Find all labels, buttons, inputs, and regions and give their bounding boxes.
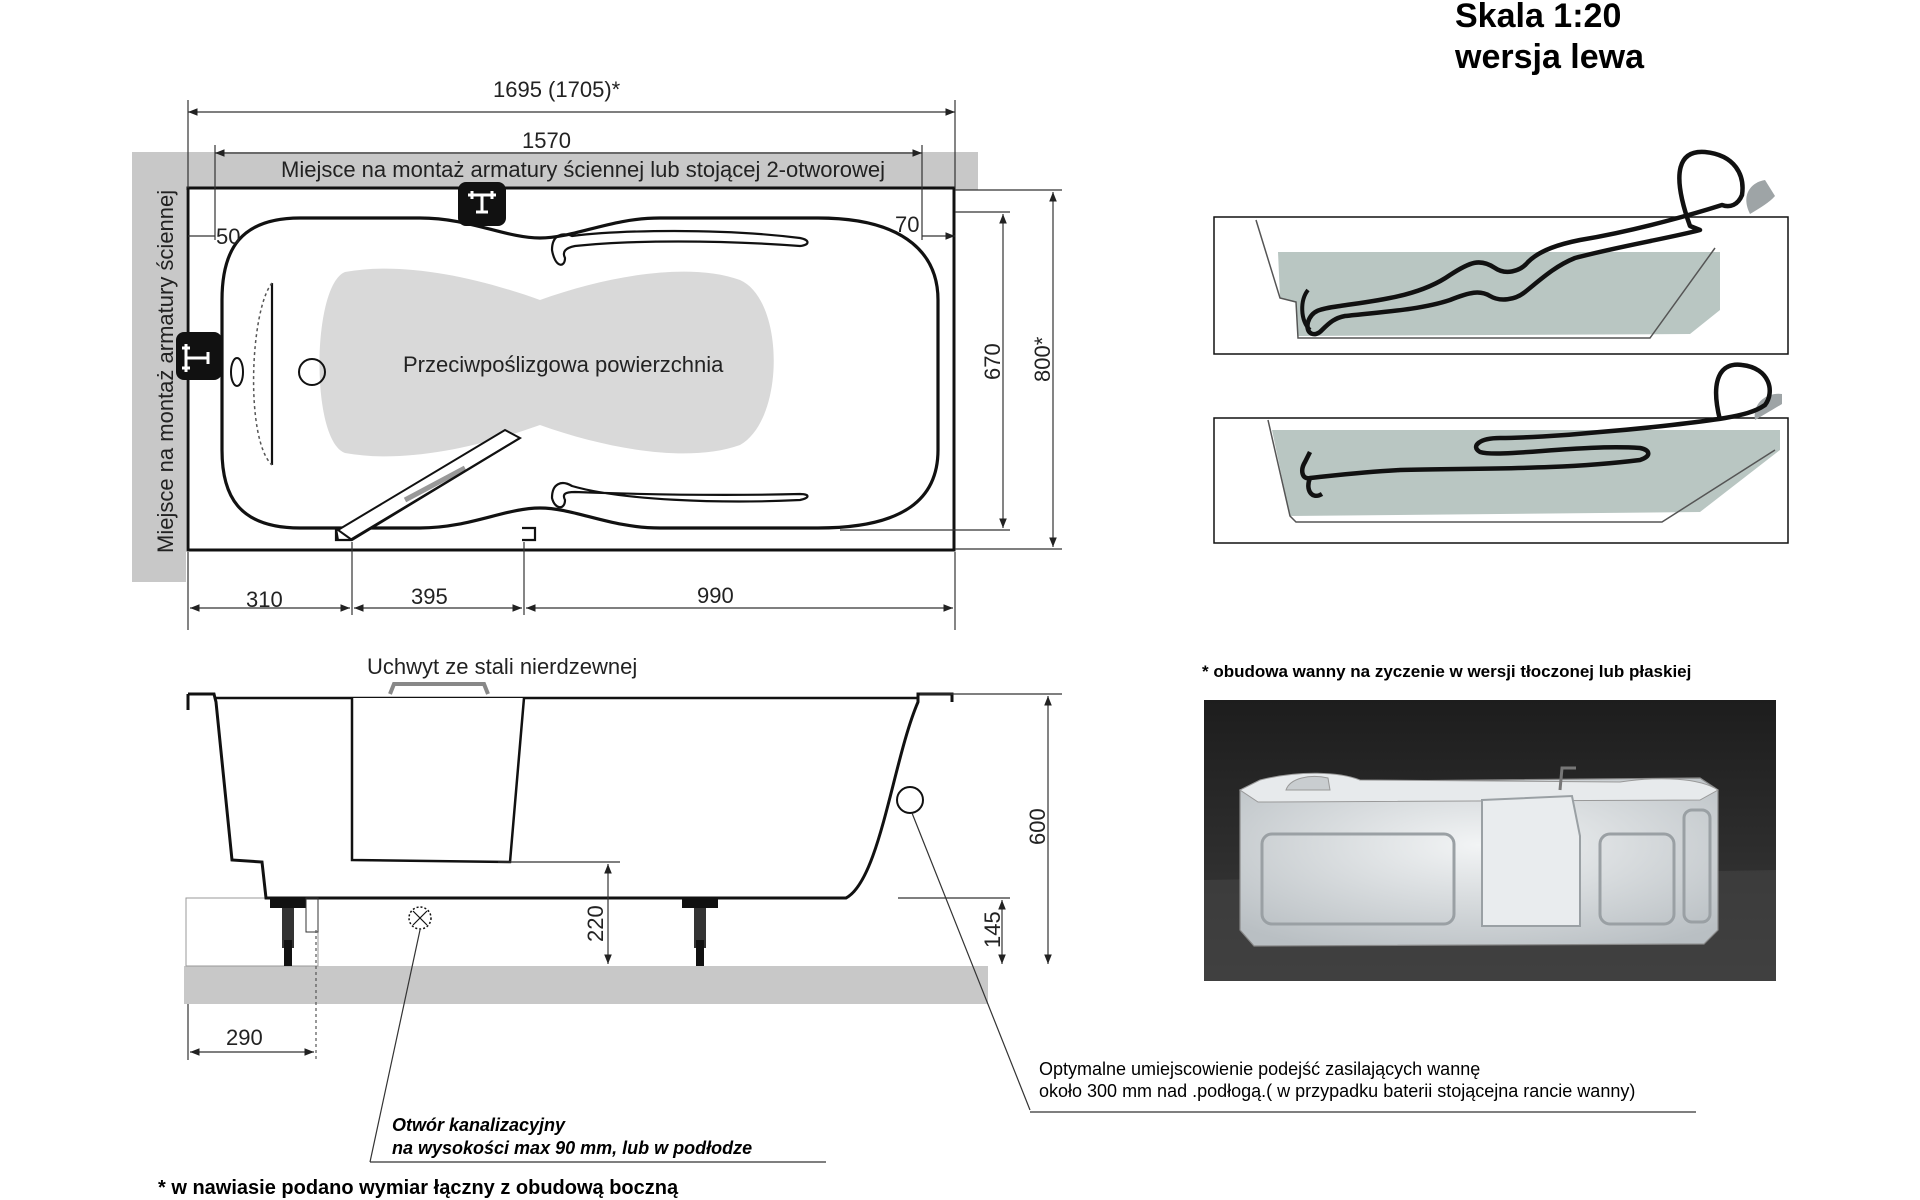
surface-label: Przeciwpoślizgowa powierzchnia bbox=[403, 352, 724, 377]
water-lying bbox=[1272, 430, 1780, 516]
supply-point-icon bbox=[896, 786, 924, 814]
handle-rail bbox=[388, 682, 490, 695]
basin-outline bbox=[220, 216, 940, 530]
photo-door bbox=[1481, 794, 1581, 927]
overflow-icon bbox=[230, 357, 244, 387]
supply-note-line1: Optymalne umiejscowienie podejść zasilaj… bbox=[1039, 1059, 1480, 1079]
bathing-position-sitting bbox=[1213, 149, 1789, 355]
handle-label: Uchwyt ze stali nierdzewnej bbox=[367, 654, 637, 679]
supply-leader bbox=[911, 812, 1031, 1111]
foot-left bbox=[270, 897, 319, 966]
dim-70: 70 bbox=[895, 212, 919, 237]
tub-rim bbox=[186, 186, 956, 552]
groove-bottom bbox=[550, 482, 809, 509]
person-lying bbox=[1300, 362, 1772, 498]
drain-hole-icon bbox=[408, 906, 432, 930]
photo-panel-left bbox=[1260, 832, 1456, 926]
photo-tub-rim bbox=[1239, 772, 1719, 803]
dim-600: 600 bbox=[1025, 808, 1050, 845]
dim-310: 310 bbox=[246, 587, 283, 612]
dim-145: 145 bbox=[980, 911, 1005, 948]
top-view: Przeciwpoślizgowa powierzchnia 1695 (170… bbox=[132, 77, 1062, 630]
photo-panel-right bbox=[1682, 808, 1712, 924]
headrest-sitting bbox=[1746, 180, 1775, 214]
casing-side bbox=[185, 897, 319, 967]
headrest-lying bbox=[1754, 393, 1782, 420]
drain-note-line1: Otwór kanalizacyjny bbox=[392, 1115, 566, 1135]
foot-right bbox=[682, 898, 718, 966]
photo-handle bbox=[1558, 766, 1576, 791]
dim-290: 290 bbox=[226, 1025, 263, 1050]
dim-395: 395 bbox=[411, 584, 448, 609]
dim-670: 670 bbox=[980, 343, 1005, 380]
product-photo bbox=[1204, 700, 1776, 981]
photo-headrest bbox=[1285, 776, 1331, 791]
drain-icon bbox=[298, 358, 326, 386]
version-title: wersja lewa bbox=[1454, 38, 1645, 76]
wall-mount-side-label: Miejsce na montaż armatury ściennej bbox=[153, 190, 178, 553]
door-handle-bar bbox=[403, 465, 467, 503]
door-notches bbox=[334, 526, 537, 542]
dim-total: 1695 (1705)* bbox=[493, 77, 621, 102]
dim-50: 50 bbox=[216, 224, 240, 249]
supply-note-line2: około 300 mm nad .podłogą.( w przypadku … bbox=[1039, 1081, 1635, 1101]
person-sitting-foot bbox=[1300, 288, 1312, 332]
person-sitting bbox=[1305, 149, 1745, 337]
door-side bbox=[350, 697, 526, 864]
dim-800: 800* bbox=[1030, 336, 1055, 382]
tub-body bbox=[188, 692, 954, 900]
casing-note: * obudowa wanny na zyczenie w wersji tło… bbox=[1202, 662, 1691, 681]
wall-mount-long-label: Miejsce na montaż armatury ściennej lub … bbox=[281, 157, 885, 182]
wall-band-top bbox=[132, 152, 978, 190]
bathing-position-lying bbox=[1213, 362, 1789, 544]
anti-slip-surface bbox=[319, 268, 774, 457]
tub-profile-sitting bbox=[1255, 219, 1716, 339]
photo-panel-mid bbox=[1598, 832, 1676, 926]
dim-220: 220 bbox=[583, 905, 608, 942]
drain-note-line2: na wysokości max 90 mm, lub w podłodze bbox=[392, 1138, 752, 1158]
dim-990: 990 bbox=[697, 583, 734, 608]
photo-tub-body bbox=[1239, 777, 1719, 947]
faucet-side-icon bbox=[176, 332, 222, 380]
dim-inner: 1570 bbox=[522, 128, 571, 153]
floor bbox=[184, 966, 988, 1004]
footnote: * w nawiasie podano wymiar łączny z obud… bbox=[158, 1177, 679, 1199]
groove-top bbox=[550, 229, 809, 266]
drain-leader bbox=[369, 929, 421, 1163]
scale-title: Skala 1:20 bbox=[1455, 0, 1621, 35]
side-view: Uchwyt ze stali nierdzewnej bbox=[184, 654, 1696, 1163]
tub-profile-lying bbox=[1267, 419, 1776, 523]
drain-cross bbox=[412, 910, 428, 926]
faucet-top-icon bbox=[458, 182, 506, 226]
